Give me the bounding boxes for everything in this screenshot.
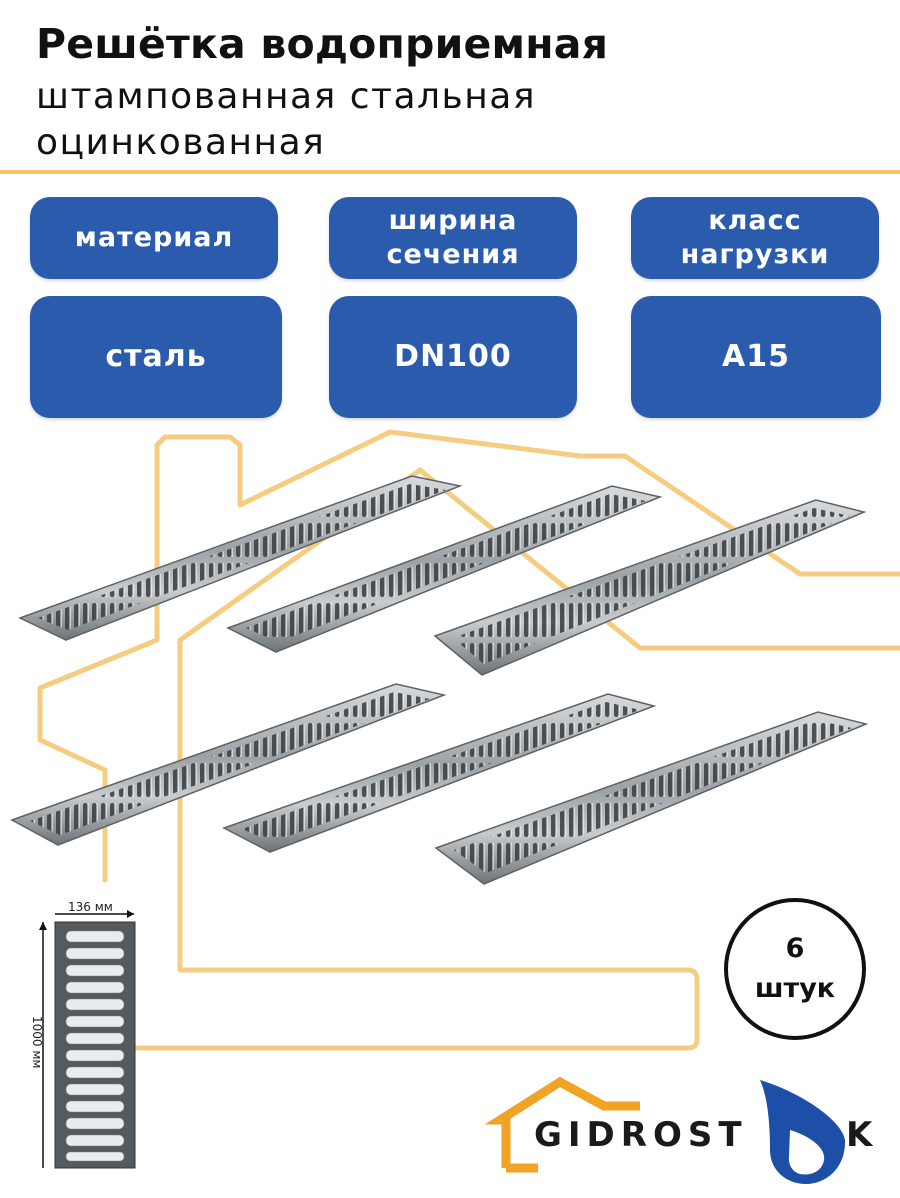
quantity-badge: 6 штук [724,898,866,1040]
width-arrow-icon [55,910,134,918]
spec-value-text: сталь [105,339,207,374]
spec-value-width: DN100 [329,296,577,418]
spec-value-material: сталь [30,296,282,418]
spec-value-load-class: A15 [631,296,881,418]
spec-label-material: материал [30,197,278,279]
grating-5 [222,693,657,853]
length-arrow-icon [39,922,47,1168]
spec-value-text: DN100 [394,339,512,374]
grating-6 [434,711,869,885]
spec-label-text: материал [74,222,234,253]
house-logo-icon [484,1076,640,1173]
page-title: Решётка водоприемная [36,20,609,68]
accent-divider [0,170,900,174]
grating-4 [10,683,447,846]
spec-label-width: ширина сечения [329,197,577,279]
spec-label-load-class: класс нагрузки [631,197,879,279]
quantity-unit: штук [754,973,836,1004]
logo-text-end: K [846,1115,879,1155]
grating-2 [226,485,663,653]
grating-plan-view [54,921,136,1169]
grating-3 [433,499,867,676]
grating-1 [18,475,463,641]
width-dimension-label: 136 мм [68,900,113,914]
spec-value-text: A15 [722,339,790,374]
page-subtitle: штампованная стальная оцинкованная [36,76,537,163]
quantity-number: 6 [785,933,805,964]
spec-label-text: класс нагрузки [680,205,830,270]
water-drop-icon [760,1080,846,1184]
spec-label-text: ширина сечения [386,205,520,270]
logo-text-main: GIDROST [534,1115,748,1155]
